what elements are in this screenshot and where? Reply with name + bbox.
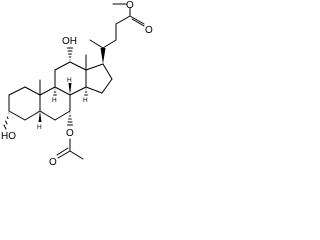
- bond: [54, 61, 71, 71]
- ring-b: [39, 86, 71, 121]
- ring-d: [85, 63, 113, 94]
- h-c14-label: H: [83, 97, 88, 104]
- side-chain-bond: [115, 15, 131, 25]
- h-c9-hashed-bond: [53, 88, 57, 96]
- bond: [69, 86, 87, 96]
- bond: [54, 110, 71, 121]
- acetoxy-o-label: O: [66, 128, 74, 139]
- bond: [69, 61, 87, 71]
- ester-ether-o-label: O: [126, 0, 134, 11]
- bond: [24, 110, 41, 121]
- oh-c12-label: OH: [62, 36, 77, 47]
- ring-a: [8, 86, 41, 121]
- acetyl-o-label: O: [49, 157, 57, 168]
- ring-c: [54, 61, 87, 96]
- ester-carbonyl-bond-inner: [131, 18, 145, 27]
- bond: [54, 86, 71, 96]
- bond: [8, 110, 26, 121]
- oh-c12-hashed-bond: [66, 47, 74, 61]
- bond: [8, 86, 26, 96]
- methyl-c21-bond: [89, 39, 104, 49]
- ester-carbonyl-o-label: O: [145, 25, 153, 36]
- bond: [85, 86, 103, 94]
- side-chain-wedge-bond: [100, 48, 106, 64]
- ester-carbonyl-bond: [129, 15, 145, 25]
- bond: [39, 110, 56, 121]
- h-c8-wedge-bond: [68, 83, 72, 95]
- oh-c3-hashed-bond: [3, 112, 10, 130]
- bond: [39, 86, 56, 96]
- molecule-structure-diagram: OH O O HO O O H H H: [1, 0, 153, 168]
- oh-c3-label: HO: [1, 131, 16, 142]
- acetyl-carbonyl-bond: [57, 150, 71, 159]
- h-c5-label: H: [37, 124, 42, 131]
- bond: [102, 63, 113, 80]
- h-c14-hashed-bond: [84, 88, 88, 96]
- h-c9-label: H: [52, 97, 57, 104]
- side-chain-bond: [102, 39, 117, 49]
- bond: [85, 63, 104, 71]
- bond: [101, 78, 113, 94]
- bond: [24, 86, 41, 96]
- h-c8-label: H: [67, 77, 72, 84]
- h-c5-wedge-bond: [38, 111, 42, 122]
- acetyl-methyl-bond: [69, 150, 84, 160]
- acetyl-carbonyl-bond-inner: [56, 147, 69, 156]
- acetoxy-hashed-bond: [67, 112, 73, 126]
